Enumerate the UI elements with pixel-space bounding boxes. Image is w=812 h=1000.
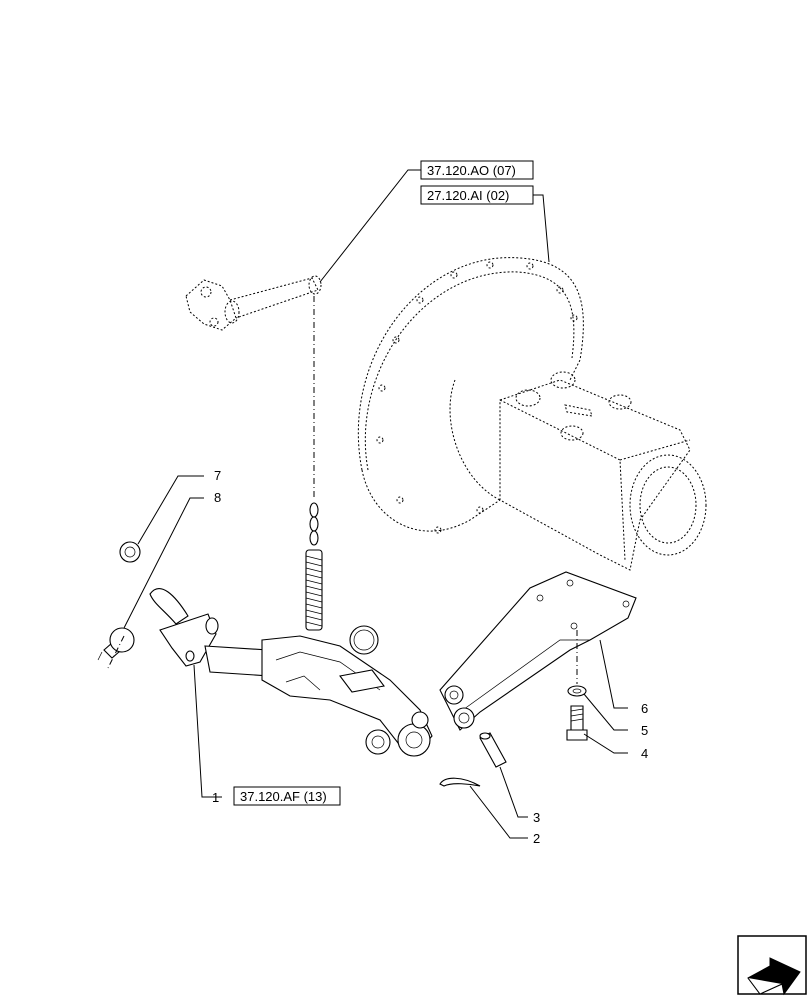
ref-box-27-120-ai-02[interactable]: 27.120.AI (02) xyxy=(420,185,534,205)
callout-8: 8 xyxy=(214,490,221,505)
callout-6: 6 xyxy=(641,701,648,716)
leader-5 xyxy=(583,693,628,731)
washer-part-7 xyxy=(119,541,141,563)
washer-part-5 xyxy=(567,685,587,697)
lift-rod-part xyxy=(185,275,322,331)
bolt-part-4 xyxy=(566,705,588,741)
leader-6 xyxy=(599,639,628,709)
ref-box-37-120-af-13[interactable]: 37.120.AF (13) xyxy=(233,786,341,806)
chain-spring-part xyxy=(305,502,379,655)
callout-4: 4 xyxy=(641,746,648,761)
clip-part-2 xyxy=(439,777,481,787)
callout-1: 1 xyxy=(212,790,219,805)
linch-pin-part-8 xyxy=(97,627,135,661)
callout-3: 3 xyxy=(533,810,540,825)
ref-label-ao07: 37.120.AO (07) xyxy=(427,163,516,178)
lower-link-part-1[interactable] xyxy=(149,588,433,757)
next-page-arrow-icon[interactable] xyxy=(737,935,807,996)
leader-ao07 xyxy=(319,169,421,283)
leader-1 xyxy=(193,664,222,798)
callout-2: 2 xyxy=(533,831,540,846)
ref-box-37-120-ao-07[interactable]: 37.120.AO (07) xyxy=(420,160,534,180)
bracket-part-6 xyxy=(439,571,637,731)
callout-7: 7 xyxy=(214,468,221,483)
leader-7 xyxy=(137,475,204,545)
leader-ai02 xyxy=(533,194,550,263)
leader-4 xyxy=(583,733,628,754)
ref-label-ai02: 27.120.AI (02) xyxy=(427,188,509,203)
pin-part-3 xyxy=(479,732,507,768)
leader-8 xyxy=(123,497,204,629)
leader-2 xyxy=(469,785,528,839)
axis-line-8 xyxy=(107,635,125,669)
leader-3 xyxy=(499,766,528,818)
ref-label-af13: 37.120.AF (13) xyxy=(240,789,327,804)
axle-housing-part xyxy=(357,257,707,571)
callout-5: 5 xyxy=(641,723,648,738)
